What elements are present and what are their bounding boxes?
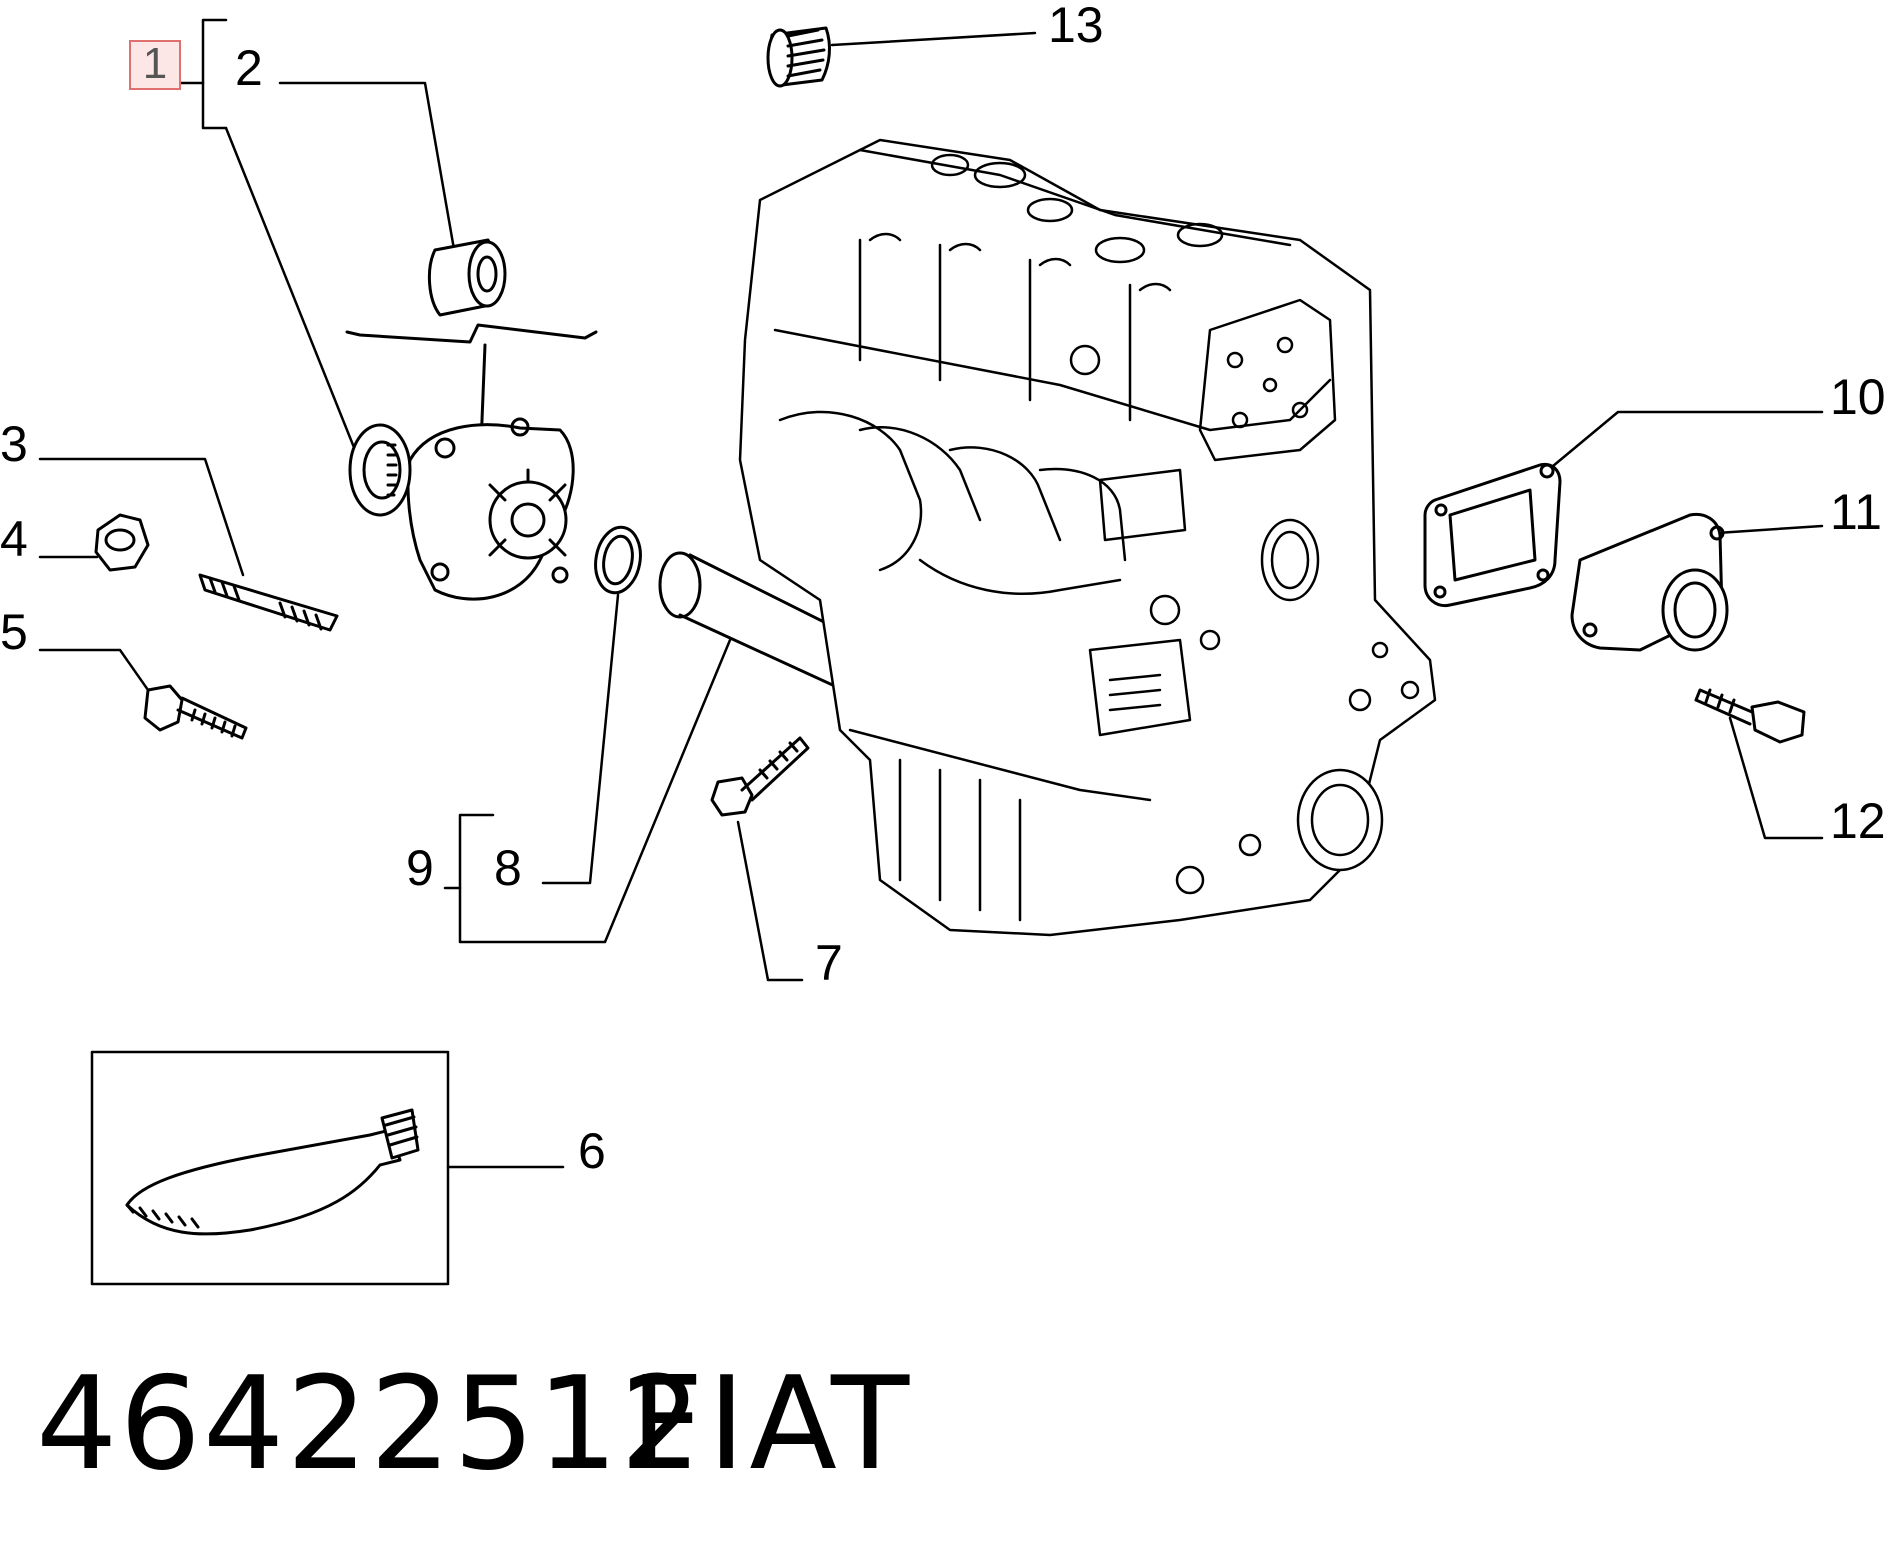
- callout-4[interactable]: 4: [0, 511, 28, 567]
- callout-1[interactable]: 1: [129, 40, 181, 90]
- leader-lines: [38, 18, 1824, 1286]
- thermostat-housing-11: [1570, 512, 1729, 652]
- callout-6[interactable]: 6: [578, 1123, 606, 1179]
- water-pump-1: [345, 323, 598, 601]
- bolt-12: [1694, 688, 1806, 744]
- part-number: 46422512: [36, 1350, 704, 1499]
- bolt-7: [710, 736, 810, 817]
- callout-2[interactable]: 2: [235, 40, 263, 96]
- callout-9[interactable]: 9: [406, 840, 434, 896]
- callout-3[interactable]: 3: [0, 416, 28, 472]
- plug-13: [766, 26, 831, 88]
- bolt-5: [143, 684, 248, 740]
- callout-5[interactable]: 5: [0, 604, 28, 660]
- callout-12[interactable]: 12: [1830, 793, 1886, 849]
- callout-10[interactable]: 10: [1830, 369, 1886, 425]
- callout-13[interactable]: 13: [1048, 0, 1104, 53]
- callout-7[interactable]: 7: [815, 935, 843, 991]
- callout-11[interactable]: 11: [1830, 484, 1882, 540]
- o-ring-8: [594, 525, 642, 595]
- engine-block: [738, 138, 1437, 937]
- sealant-tube-6: [125, 1108, 420, 1236]
- gasket-10: [1423, 462, 1562, 608]
- callout-8[interactable]: 8: [494, 840, 522, 896]
- nut-4: [94, 513, 150, 572]
- stud-3: [198, 573, 339, 632]
- bearing-2: [427, 238, 507, 317]
- brand-name: FIAT: [630, 1350, 914, 1499]
